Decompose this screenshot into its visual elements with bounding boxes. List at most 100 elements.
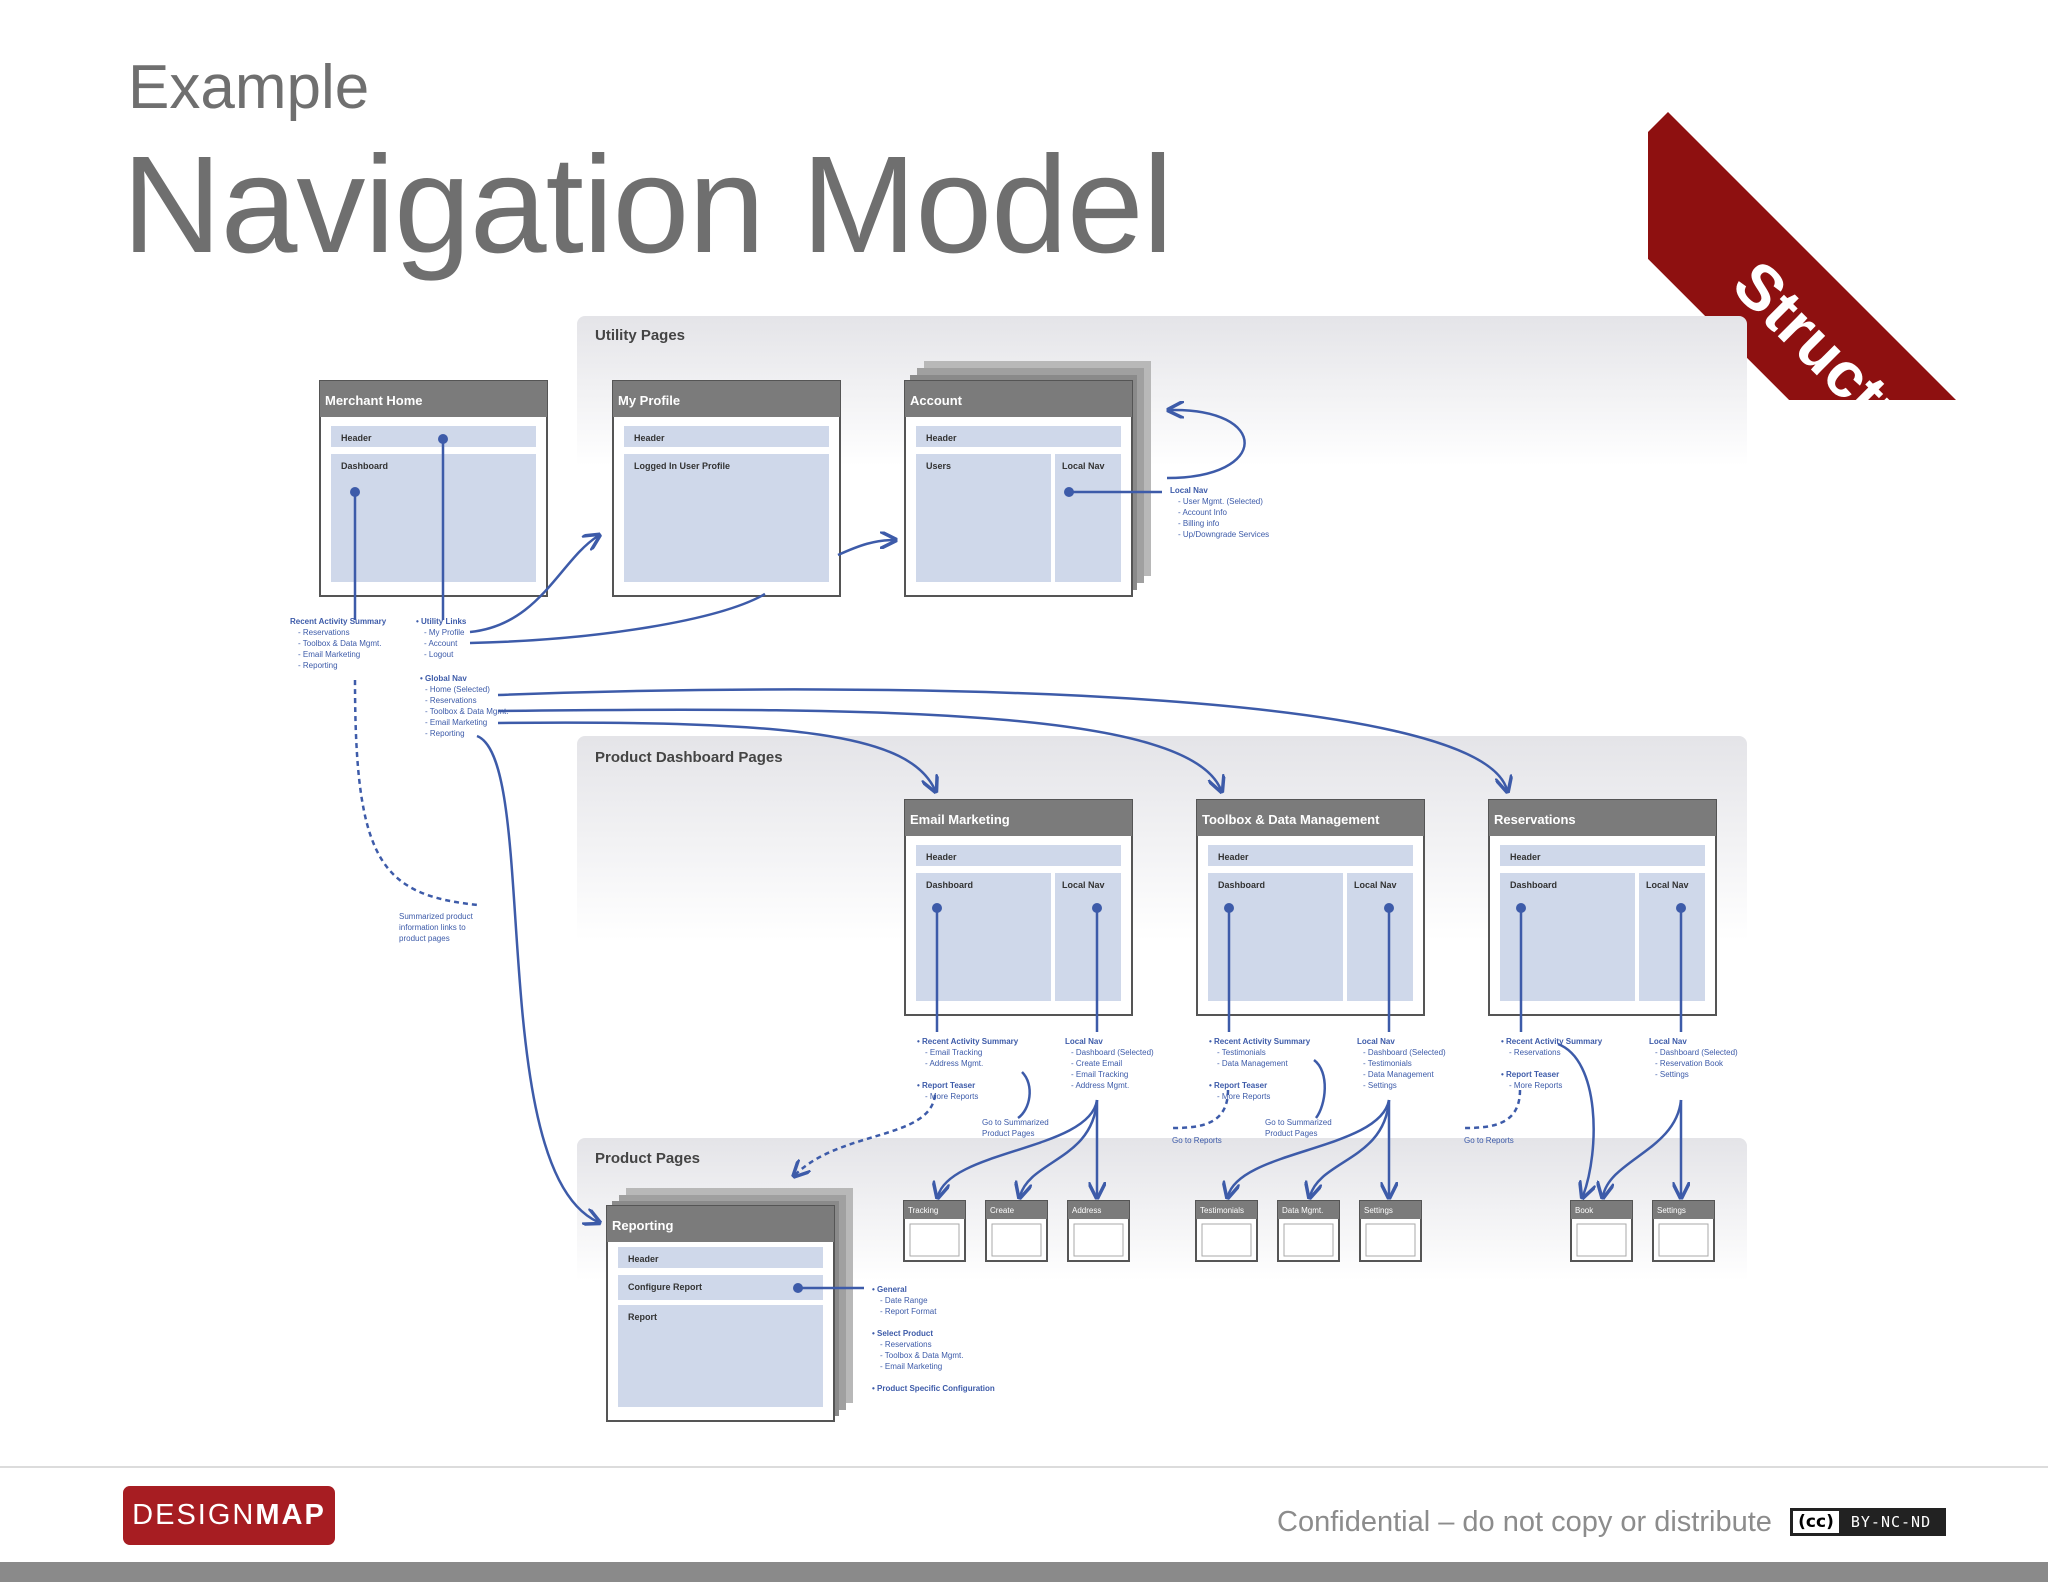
- utility-section: Utility Pages: [577, 316, 1747, 616]
- note-line: Recent Activity Summary: [290, 617, 387, 626]
- reporting-title: Reporting: [612, 1218, 673, 1233]
- reporting-header-label: Header: [628, 1254, 659, 1264]
- res-local-notes: Local Nav - Dashboard (Selected) - Reser…: [1649, 1037, 1740, 1079]
- note-line: • Recent Activity Summary: [1501, 1037, 1603, 1046]
- note-line: - Reservations: [425, 696, 477, 705]
- res-teaser-notes: • Report Teaser - More Reports: [1501, 1070, 1562, 1090]
- email-localnav-label: Local Nav: [1062, 880, 1105, 890]
- product-section-label: Product Pages: [595, 1150, 700, 1167]
- merchant-header-label: Header: [341, 433, 372, 443]
- note-line: - Email Marketing: [425, 718, 487, 727]
- note-line: - Up/Downgrade Services: [1178, 530, 1269, 539]
- email-teaser-notes: • Report Teaser - More Reports: [917, 1081, 978, 1101]
- res-recent-notes: • Recent Activity Summary - Reservations: [1501, 1037, 1604, 1057]
- to-reservations-arrow: [497, 688, 1507, 790]
- book-page: Book: [1570, 1200, 1633, 1262]
- data-mgmt-label: Data Mgmt.: [1282, 1206, 1323, 1215]
- toolbox-settings-page: Settings: [1359, 1200, 1422, 1262]
- navigation-diagram: Utility Pages Product Dashboard Pages Pr…: [290, 316, 1747, 1424]
- note-line: - Report Format: [880, 1307, 937, 1316]
- data-mgmt-page: Data Mgmt.: [1277, 1200, 1340, 1262]
- note-line: - Account Info: [1178, 508, 1227, 517]
- note-line: - Account: [424, 639, 458, 648]
- note-line: - More Reports: [925, 1092, 978, 1101]
- toolbox-teaser-notes: • Report Teaser - More Reports: [1209, 1081, 1270, 1101]
- email-local-notes: Local Nav - Dashboard (Selected) - Creat…: [1065, 1037, 1156, 1090]
- note-line: • Select Product: [872, 1329, 933, 1338]
- note-line: • Recent Activity Summary: [1209, 1037, 1311, 1046]
- note-line: - Email Marketing: [880, 1362, 942, 1371]
- note-line: - Logout: [424, 650, 454, 659]
- note-line: - Reporting: [298, 661, 338, 670]
- footer-divider: [0, 1466, 2048, 1468]
- account-page: Account Header Users Local Nav: [904, 361, 1151, 597]
- toolbox-recent-notes: • Recent Activity Summary - Testimonials…: [1209, 1037, 1312, 1068]
- note-line: - My Profile: [424, 628, 465, 637]
- cc-license-text: BY-NC-ND: [1839, 1511, 1943, 1533]
- note-line: - Data Management: [1217, 1059, 1288, 1068]
- note-line: Go to Summarized: [982, 1118, 1049, 1127]
- merchant-dashboard-label: Dashboard: [341, 461, 388, 471]
- to-reporting-dashed: [795, 1094, 937, 1175]
- note-line: - Dashboard (Selected): [1071, 1048, 1154, 1057]
- slide-title: Navigation Model: [122, 128, 1173, 282]
- email-dashboard-label: Dashboard: [926, 880, 973, 890]
- reporting-notes: • General - Date Range - Report Format •…: [872, 1285, 995, 1393]
- note-line: - Address Mgmt.: [1071, 1081, 1129, 1090]
- goto-reports-2: Go to Reports: [1464, 1136, 1514, 1145]
- note-line: Local Nav: [1170, 486, 1208, 495]
- dashboard-section: Product Dashboard Pages: [577, 736, 1747, 1146]
- note-line: - Email Marketing: [298, 650, 360, 659]
- res-dashboard-label: Dashboard: [1510, 880, 1557, 890]
- profile-header-label: Header: [634, 433, 665, 443]
- note-line: - Reservations: [880, 1340, 932, 1349]
- toolbox-settings-label: Settings: [1364, 1206, 1393, 1215]
- email-recent-notes: • Recent Activity Summary - Email Tracki…: [917, 1037, 1020, 1068]
- toolbox-local-notes: Local Nav - Dashboard (Selected) - Testi…: [1357, 1037, 1448, 1090]
- reservations-title: Reservations: [1494, 812, 1576, 827]
- note-line: - Dashboard (Selected): [1363, 1048, 1446, 1057]
- annotations: Recent Activity Summary - Reservations -…: [290, 486, 1740, 1393]
- book-label: Book: [1575, 1206, 1594, 1215]
- merchant-home-title: Merchant Home: [325, 393, 423, 408]
- note-line: Product Pages: [982, 1129, 1034, 1138]
- create-page: Create: [985, 1200, 1048, 1262]
- res-localnav-label: Local Nav: [1646, 880, 1689, 890]
- res-header-label: Header: [1510, 852, 1541, 862]
- note-line: - Toolbox & Data Mgmt.: [880, 1351, 963, 1360]
- cc-icon: (cc): [1793, 1511, 1839, 1533]
- product-section: Product Pages: [577, 1138, 1747, 1424]
- note-line: information links to: [399, 923, 466, 932]
- note-line: - Toolbox & Data Mgmt.: [298, 639, 381, 648]
- report-label: Report: [628, 1312, 657, 1322]
- note-line: Go to Summarized: [1265, 1118, 1332, 1127]
- note-line: • Report Teaser: [1501, 1070, 1559, 1079]
- note-line: - Testimonials: [1217, 1048, 1266, 1057]
- goto-reports-1: Go to Reports: [1172, 1136, 1222, 1145]
- goto-summarized-1: Go to Summarized Product Pages: [982, 1118, 1051, 1138]
- note-line: • General: [872, 1285, 907, 1294]
- note-line: - Testimonials: [1363, 1059, 1412, 1068]
- note-line: • Product Specific Configuration: [872, 1384, 995, 1393]
- note-line: • Report Teaser: [1209, 1081, 1267, 1090]
- merchant-recent-notes: Recent Activity Summary - Reservations -…: [290, 617, 388, 670]
- note-line: - Date Range: [880, 1296, 928, 1305]
- email-marketing-title: Email Marketing: [910, 812, 1010, 827]
- note-line: - Reservation Book: [1655, 1059, 1724, 1068]
- account-users-label: Users: [926, 461, 951, 471]
- to-toolbox-arrow: [497, 708, 1221, 790]
- confidential-notice: Confidential – do not copy or distribute: [1277, 1506, 1772, 1538]
- toolbox-title: Toolbox & Data Management: [1202, 812, 1380, 827]
- dashboard-section-label: Product Dashboard Pages: [595, 749, 783, 766]
- logo-bold-text: MAP: [255, 1499, 326, 1531]
- address-label: Address: [1072, 1206, 1101, 1215]
- profile-main-label: Logged In User Profile: [634, 461, 730, 471]
- toolbox-localnav-label: Local Nav: [1354, 880, 1397, 890]
- note-line: - User Mgmt. (Selected): [1178, 497, 1263, 506]
- note-line: - Address Mgmt.: [925, 1059, 983, 1068]
- global-nav-notes: • Global Nav - Home (Selected) - Reserva…: [420, 674, 511, 738]
- toolbox-page: Toolbox & Data Management Header Dashboa…: [1196, 799, 1425, 1016]
- note-line: - Email Tracking: [1071, 1070, 1128, 1079]
- note-line: Product Pages: [1265, 1129, 1317, 1138]
